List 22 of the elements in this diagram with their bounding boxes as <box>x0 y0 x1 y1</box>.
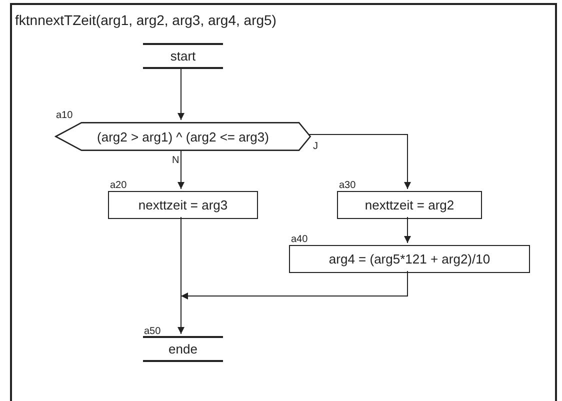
step-number: a30 <box>339 181 356 191</box>
arrow <box>404 216 411 244</box>
terminal-bars <box>143 43 223 69</box>
node-text: ende <box>168 342 198 356</box>
node-text: arg4 = (arg5*121 + arg2)/10 <box>328 252 490 266</box>
step-number: a40 <box>291 235 308 245</box>
function-signature: fktnnextTZeit(arg1, arg2, arg3, arg4, arg5) <box>15 13 276 27</box>
node-text: (arg2 > arg1) ^ (arg2 <= arg3) <box>97 130 269 143</box>
arrow <box>178 66 184 120</box>
function-frame <box>10 3 557 401</box>
arrow <box>178 216 184 334</box>
edge-label: N <box>172 156 180 166</box>
node-text: start <box>170 50 196 62</box>
edge-label: J <box>313 142 318 152</box>
node-text: nexttzeit = arg2 <box>364 198 454 212</box>
step-number: a50 <box>144 327 161 337</box>
step-number: a10 <box>56 111 73 121</box>
arrow <box>180 270 408 300</box>
arrow <box>308 134 411 190</box>
node-text: nexttzeit = arg3 <box>138 198 228 212</box>
step-number: a20 <box>110 181 127 191</box>
arrow <box>178 148 184 190</box>
